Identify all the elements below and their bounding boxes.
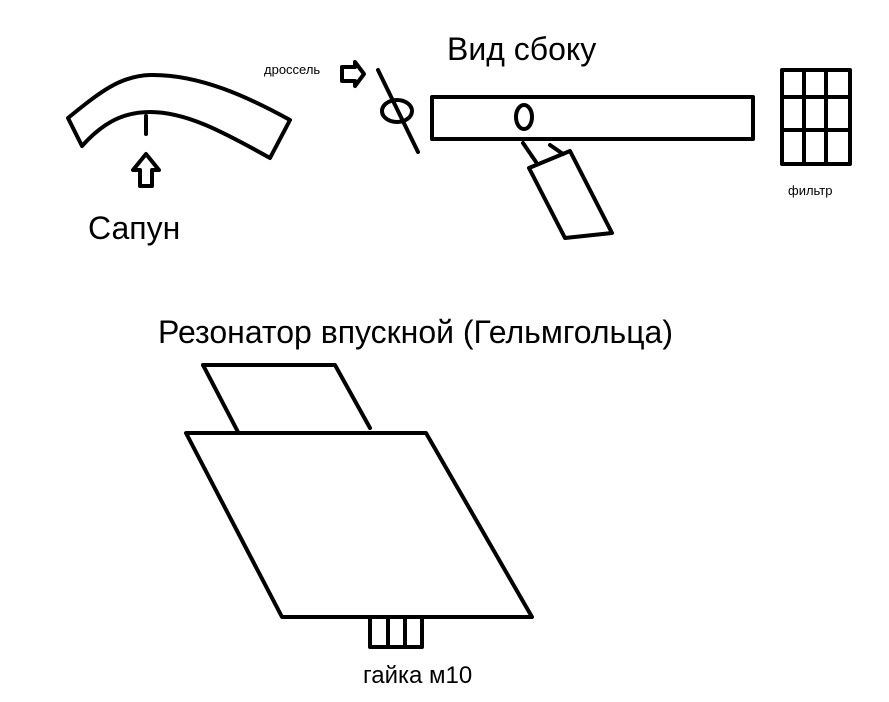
m10-nut [368, 615, 424, 649]
air-filter-grid [780, 68, 852, 166]
side-resonator [521, 141, 614, 240]
right-arrow-icon [340, 60, 366, 88]
nut-label: гайка м10 [363, 662, 473, 689]
up-arrow-icon [131, 152, 161, 188]
throttle-label: дроссель [264, 62, 321, 77]
side-view-title: Вид сбоку [447, 31, 597, 67]
resonator-title: Резонатор впускной (Гельмгольца) [158, 314, 673, 350]
breather-label: Сапун [88, 210, 181, 246]
intake-pipe [430, 95, 755, 141]
throttle-valve [376, 68, 420, 154]
helmholtz-resonator [184, 363, 534, 619]
filter-label: фильтр [788, 183, 833, 198]
breather-hose [66, 72, 292, 160]
